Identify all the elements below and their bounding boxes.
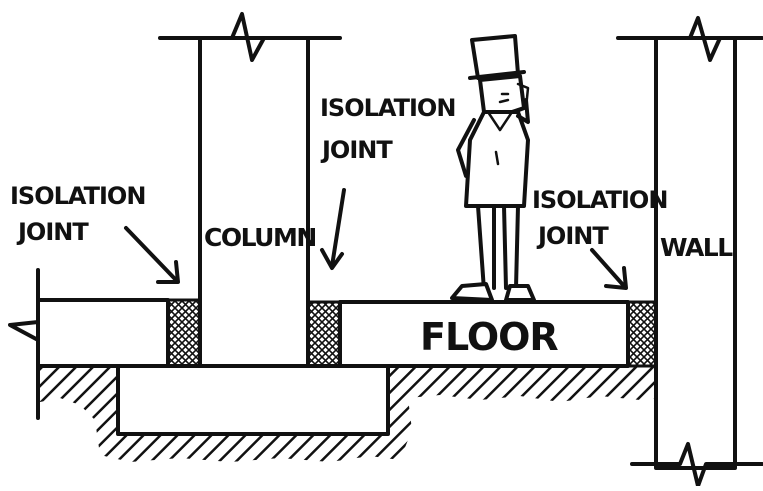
person-figure bbox=[452, 36, 534, 300]
arrow-left-joint bbox=[126, 228, 178, 282]
isolation-joint-center-fill bbox=[308, 302, 340, 366]
label-isolation-joint-left-1: ISOLATION bbox=[10, 182, 145, 210]
slab-break-mark bbox=[10, 270, 38, 418]
floor-slab-left bbox=[38, 300, 168, 366]
column-footing bbox=[118, 366, 388, 434]
label-isolation-joint-center-1: ISOLATION bbox=[320, 94, 455, 122]
isolation-joint-right-fill bbox=[628, 302, 656, 366]
label-floor: FLOOR bbox=[420, 315, 558, 359]
arrow-right-joint bbox=[592, 250, 626, 288]
arrow-center-joint bbox=[322, 190, 344, 268]
label-column: COLUMN bbox=[204, 223, 316, 252]
label-isolation-joint-center-2: JOINT bbox=[320, 136, 393, 164]
label-isolation-joint-right-1: ISOLATION bbox=[532, 186, 667, 214]
label-isolation-joint-left-2: JOINT bbox=[16, 218, 89, 246]
label-isolation-joint-right-2: JOINT bbox=[536, 222, 609, 250]
isolation-joint-left-fill bbox=[168, 300, 200, 366]
label-wall: WALL bbox=[660, 233, 733, 262]
